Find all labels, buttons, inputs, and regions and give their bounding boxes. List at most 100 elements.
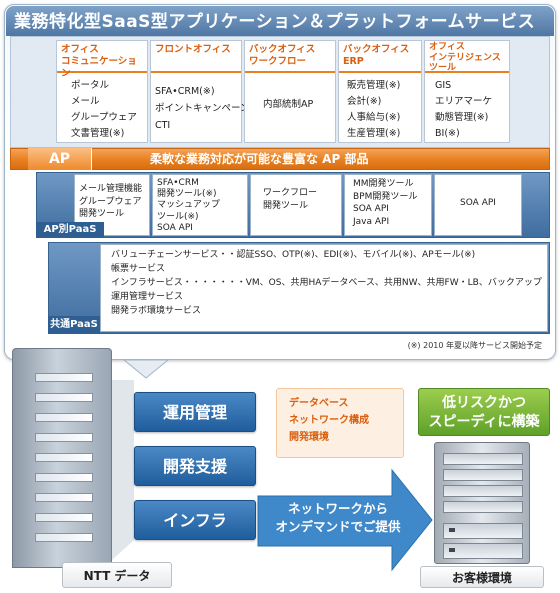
paas-box-sfa-crm: SFA•CRM 開発ツール(※) マッシュアップ ツール(※) SOA API: [152, 174, 248, 236]
paas-item: SOA API: [157, 222, 193, 233]
paas-item: ツール(※): [157, 211, 199, 222]
operations-management-block: 運用管理: [134, 392, 256, 432]
server-bay: [443, 453, 523, 465]
column-header: バックオフィス ワークフロー: [245, 41, 335, 73]
column-header-line: インテリジェンス: [429, 52, 501, 63]
paas-item: SOA API: [460, 198, 496, 208]
server-bay: [443, 501, 523, 513]
column-office-communication: オフィス コミュニケーション ポータル メール グループウェア 文書管理(※): [56, 40, 148, 143]
column-header-line: ERP: [343, 56, 364, 67]
column-item: 動態管理(※): [435, 112, 489, 123]
column-item: 文書管理(※): [71, 128, 125, 139]
common-paas-line: インフラサービス・・・・・・・VM、OS、共用HAデータベース、共用NW、共用F…: [111, 278, 542, 288]
delivery-arrow-text: ネットワークから オンデマンドでご提供: [268, 500, 408, 536]
column-item: GIS: [435, 80, 452, 91]
building-window: [35, 493, 93, 502]
column-item: メール: [71, 96, 100, 107]
paas-item: SOA API: [353, 204, 389, 214]
ap-specific-paas-label: AP別PaaS: [36, 222, 104, 238]
development-support-block: 開発支援: [134, 446, 256, 486]
paas-item: BPM開発ツール: [353, 191, 418, 202]
ap-label: AP: [28, 148, 92, 170]
arrow-text-line: オンデマンドでご提供: [275, 519, 401, 534]
paas-item: 開発ツール: [263, 200, 309, 211]
building-window: [35, 513, 93, 522]
paas-item: ワークフロー: [263, 188, 318, 198]
building-window: [35, 473, 93, 482]
resource-item: ネットワーク構成: [289, 415, 369, 426]
building-window: [35, 373, 93, 382]
paas-item: Java API: [353, 216, 390, 227]
column-items: GIS エリアマーケ 動態管理(※) BI(※): [425, 75, 509, 142]
column-header-line: ワークフロー: [249, 56, 307, 67]
column-back-office-workflow: バックオフィス ワークフロー 内部統制AP: [244, 40, 336, 143]
column-front-office: フロントオフィス SFA•CRM(※) ポイントキャンペーン CTI: [150, 40, 250, 143]
column-item: 会計(※): [347, 96, 382, 107]
column-back-office-erp: バックオフィス ERP 販売管理(※) 会計(※) 人事給与(※) 生産管理(※…: [338, 40, 422, 143]
server-bay: [443, 469, 523, 481]
title-bar: [6, 6, 554, 36]
column-item: 人事給与(※): [347, 112, 401, 123]
paas-box-workflow: ワークフロー 開発ツール: [250, 174, 342, 236]
building-window: [35, 413, 93, 422]
column-item: SFA•CRM(※): [155, 86, 215, 97]
column-item: ポータル: [71, 80, 110, 91]
arrow-text-line: ネットワークから: [287, 501, 388, 516]
building-window: [35, 533, 93, 542]
column-item: 内部統制AP: [263, 99, 314, 110]
paas-item: メール管理機能: [79, 184, 143, 194]
ap-bar: [10, 148, 550, 170]
column-header: オフィス インテリジェンス ツール: [425, 41, 509, 73]
server-led: [449, 548, 455, 552]
common-paas-services: バリューチェーンサービス・・認証SSO、OTP(※)、EDI(※)、モバイル(※…: [100, 244, 548, 332]
building-window: [35, 453, 93, 462]
paas-item: グループウェア: [79, 196, 142, 207]
resource-item: データベース: [289, 398, 349, 409]
paas-item: 開発ツール: [79, 209, 125, 219]
paas-item: 開発ツール(※): [157, 189, 217, 200]
column-item: グループウェア: [71, 112, 137, 123]
building-window: [35, 433, 93, 442]
ntt-data-building: [12, 348, 112, 568]
footnote: (※) 2010 年夏以降サービス開始予定: [407, 341, 542, 350]
column-header-line: コミュニケーション: [61, 56, 137, 79]
column-item: CTI: [155, 120, 171, 131]
benefit-box: 低リスクかつ スピーディに構築: [418, 388, 550, 436]
common-paas-line: 開発ラボ環境サービス: [111, 306, 202, 316]
building-window: [35, 393, 93, 402]
column-header-line: ツール: [429, 63, 457, 73]
paas-item: SFA•CRM: [157, 178, 199, 188]
provided-resources-box: データベース ネットワーク構成 開発環境: [276, 388, 404, 458]
customer-environment-label: お客様環境: [420, 566, 544, 588]
delivery-arrow: [257, 468, 433, 572]
column-header-line: オフィス: [429, 42, 465, 52]
column-items: 内部統制AP: [245, 75, 335, 142]
server-led: [449, 528, 455, 532]
column-header: フロントオフィス: [151, 41, 241, 73]
panel-title: 業務特化型SaaS型アプリケーション＆プラットフォームサービス: [14, 12, 536, 32]
column-items: 販売管理(※) 会計(※) 人事給与(※) 生産管理(※): [339, 75, 421, 142]
resource-item: 開発環境: [289, 432, 329, 443]
benefit-line: 低リスクかつ: [442, 395, 526, 411]
column-item: 販売管理(※): [347, 80, 401, 91]
column-office-intelligence-tools: オフィス インテリジェンス ツール GIS エリアマーケ 動態管理(※) BI(…: [424, 40, 510, 143]
column-item: 生産管理(※): [347, 128, 401, 139]
column-items: ポータル メール グループウェア 文書管理(※): [57, 75, 147, 142]
callout-pointer: [122, 359, 170, 379]
column-header: バックオフィス ERP: [339, 41, 421, 73]
column-items: SFA•CRM(※) ポイントキャンペーン CTI: [151, 75, 250, 142]
paas-item: MM開発ツール: [353, 179, 414, 189]
column-item: ポイントキャンペーン: [155, 103, 250, 114]
ap-description: 柔軟な業務対応が可能な豊富な AP 部品: [150, 152, 369, 166]
column-item: エリアマーケ: [435, 96, 493, 107]
server-drive: [443, 543, 523, 559]
infrastructure-block: インフラ: [134, 500, 256, 540]
building-side-shadow: [112, 380, 134, 560]
common-paas-line: 帳票サービス: [111, 264, 166, 274]
column-header-line: オフィス: [61, 44, 99, 55]
ntt-data-label: NTT データ: [62, 562, 172, 588]
server-drive: [443, 523, 523, 539]
column-header-line: バックオフィス: [249, 44, 316, 55]
column-header-line: バックオフィス: [343, 44, 410, 55]
